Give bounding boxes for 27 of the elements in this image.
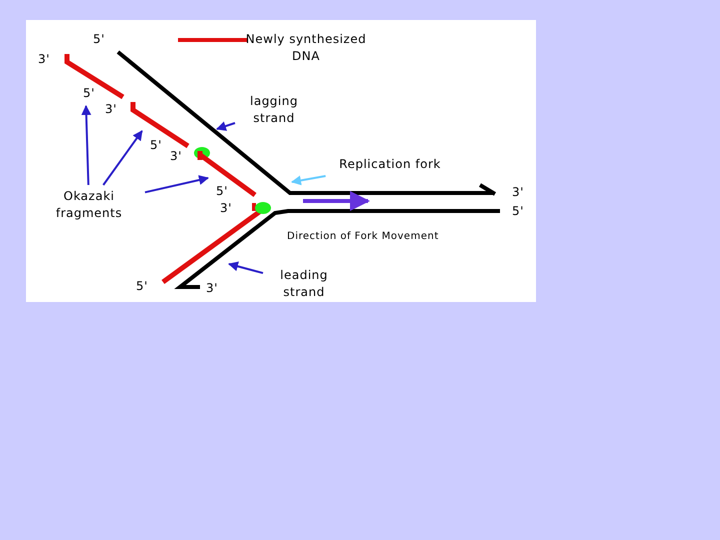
callout-label: Replication fork [338,156,442,173]
leader-arrow [81,105,92,186]
leader-arrow [144,175,209,194]
strand-end-label: 5' [150,137,162,154]
direction-label: Direction of Fork Movement [287,230,439,244]
leader-arrow [216,121,236,131]
strand-end-label: 5' [216,183,228,200]
callout-label: leading strand [279,267,329,301]
strand-end-label: 3' [512,184,524,201]
strand-end-label: 3' [38,51,50,68]
callout-label: lagging strand [249,93,299,127]
strand-end-label: 3' [206,280,218,297]
okazaki-fragment [130,102,190,148]
callout-label: Okazaki fragments [54,188,124,222]
legend-label: Newly synthesized DNA [244,31,368,65]
leader-arrow [291,175,326,186]
okazaki-fragment [196,148,258,198]
strand-end-label: 5' [93,31,105,48]
strand-end-label: 3' [170,148,182,165]
strand-end-label: 5' [83,85,95,102]
leader-arrow [102,130,143,186]
strand-end-label: 3' [105,101,117,118]
strand-end-label: 5' [512,203,524,220]
leader-arrow [228,262,264,274]
strand-end-label: 3' [220,200,232,217]
okazaki-fragment [64,54,124,100]
strand-end-label: 5' [136,278,148,295]
